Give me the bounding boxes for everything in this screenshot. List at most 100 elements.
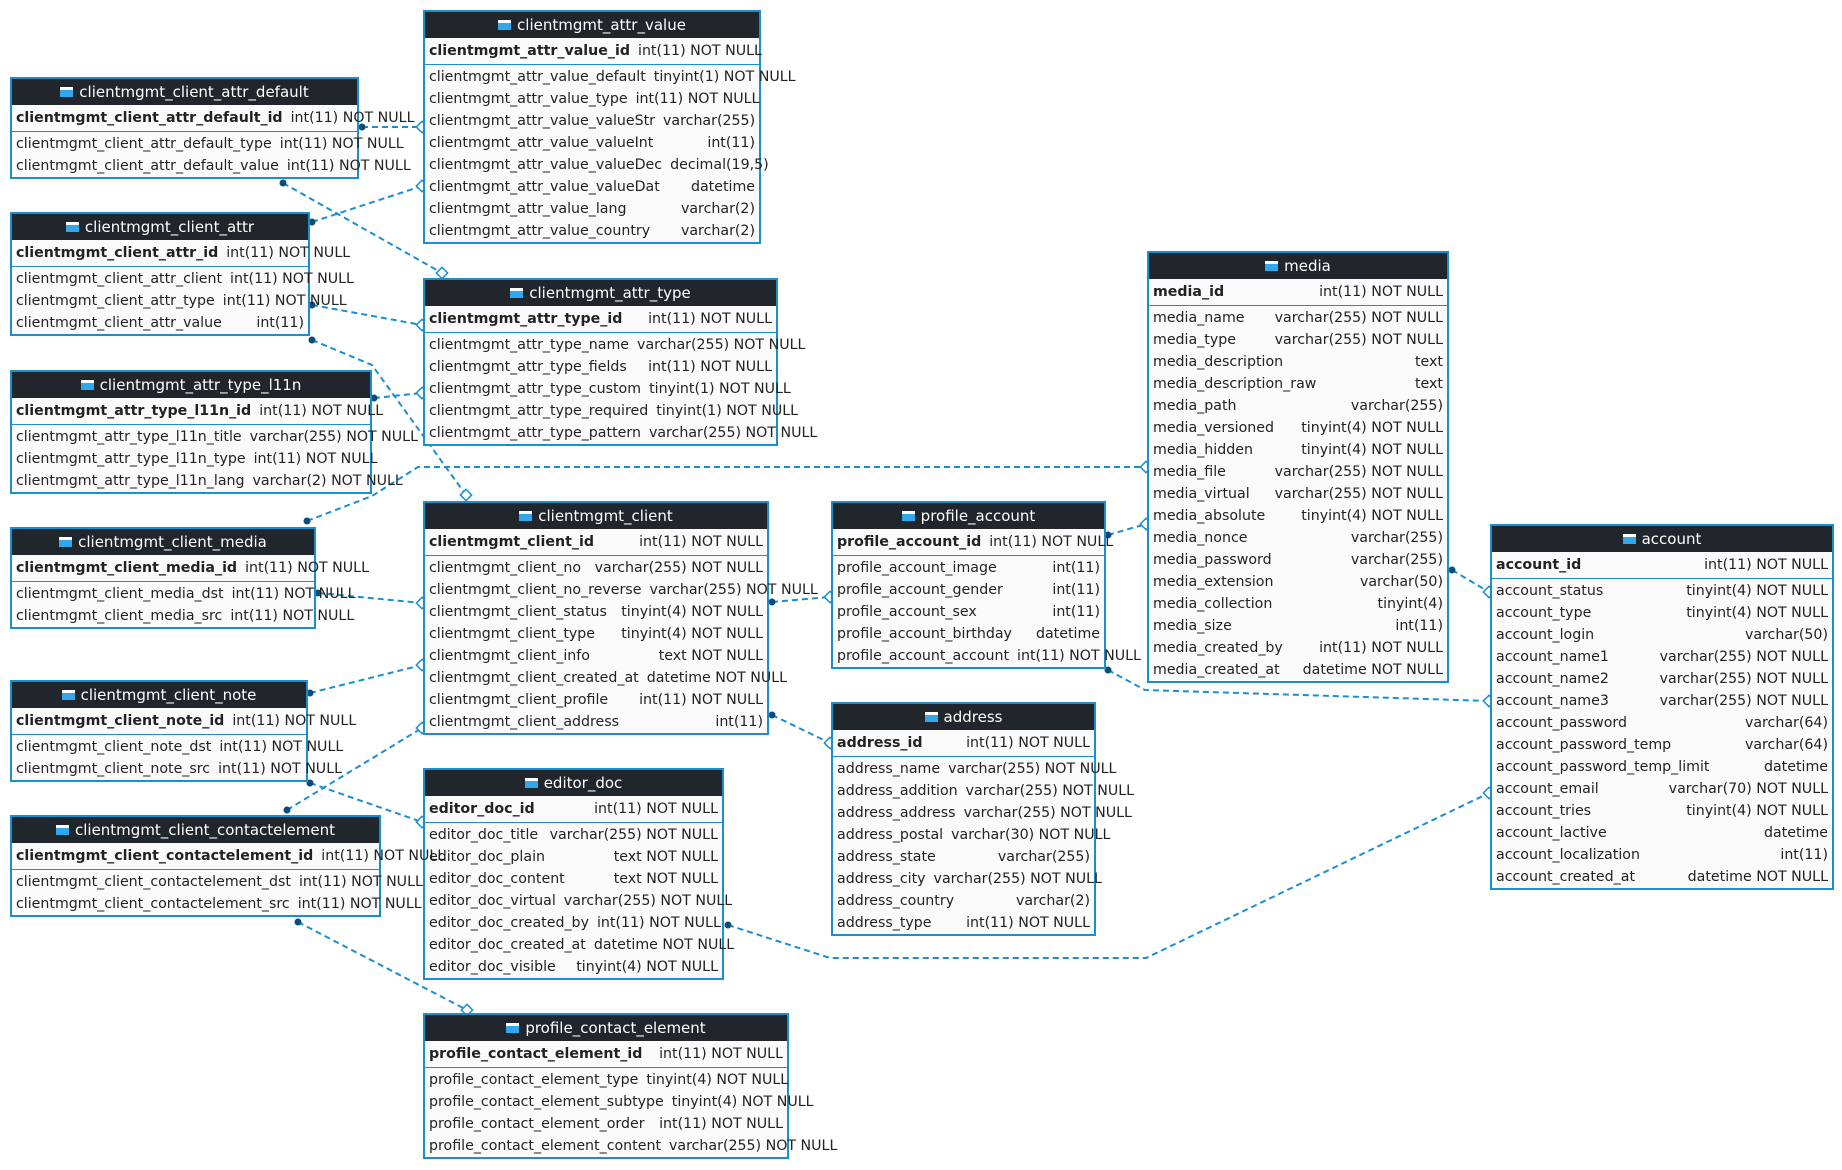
table-header[interactable]: clientmgmt_client_attr_default — [12, 79, 357, 105]
table-header[interactable]: clientmgmt_client_media — [12, 529, 314, 555]
table-header[interactable]: clientmgmt_client — [425, 503, 767, 529]
table-clientmgmt-attr-type-l11n[interactable]: clientmgmt_attr_type_l11n clientmgmt_attr… — [10, 370, 418, 494]
table-header[interactable]: clientmgmt_client_note — [12, 682, 306, 708]
table-header[interactable]: address — [833, 704, 1094, 730]
table-header[interactable]: editor_doc — [425, 770, 722, 796]
table-header[interactable]: media — [1149, 253, 1447, 279]
table-header[interactable]: clientmgmt_attr_type_l11n — [12, 372, 370, 398]
